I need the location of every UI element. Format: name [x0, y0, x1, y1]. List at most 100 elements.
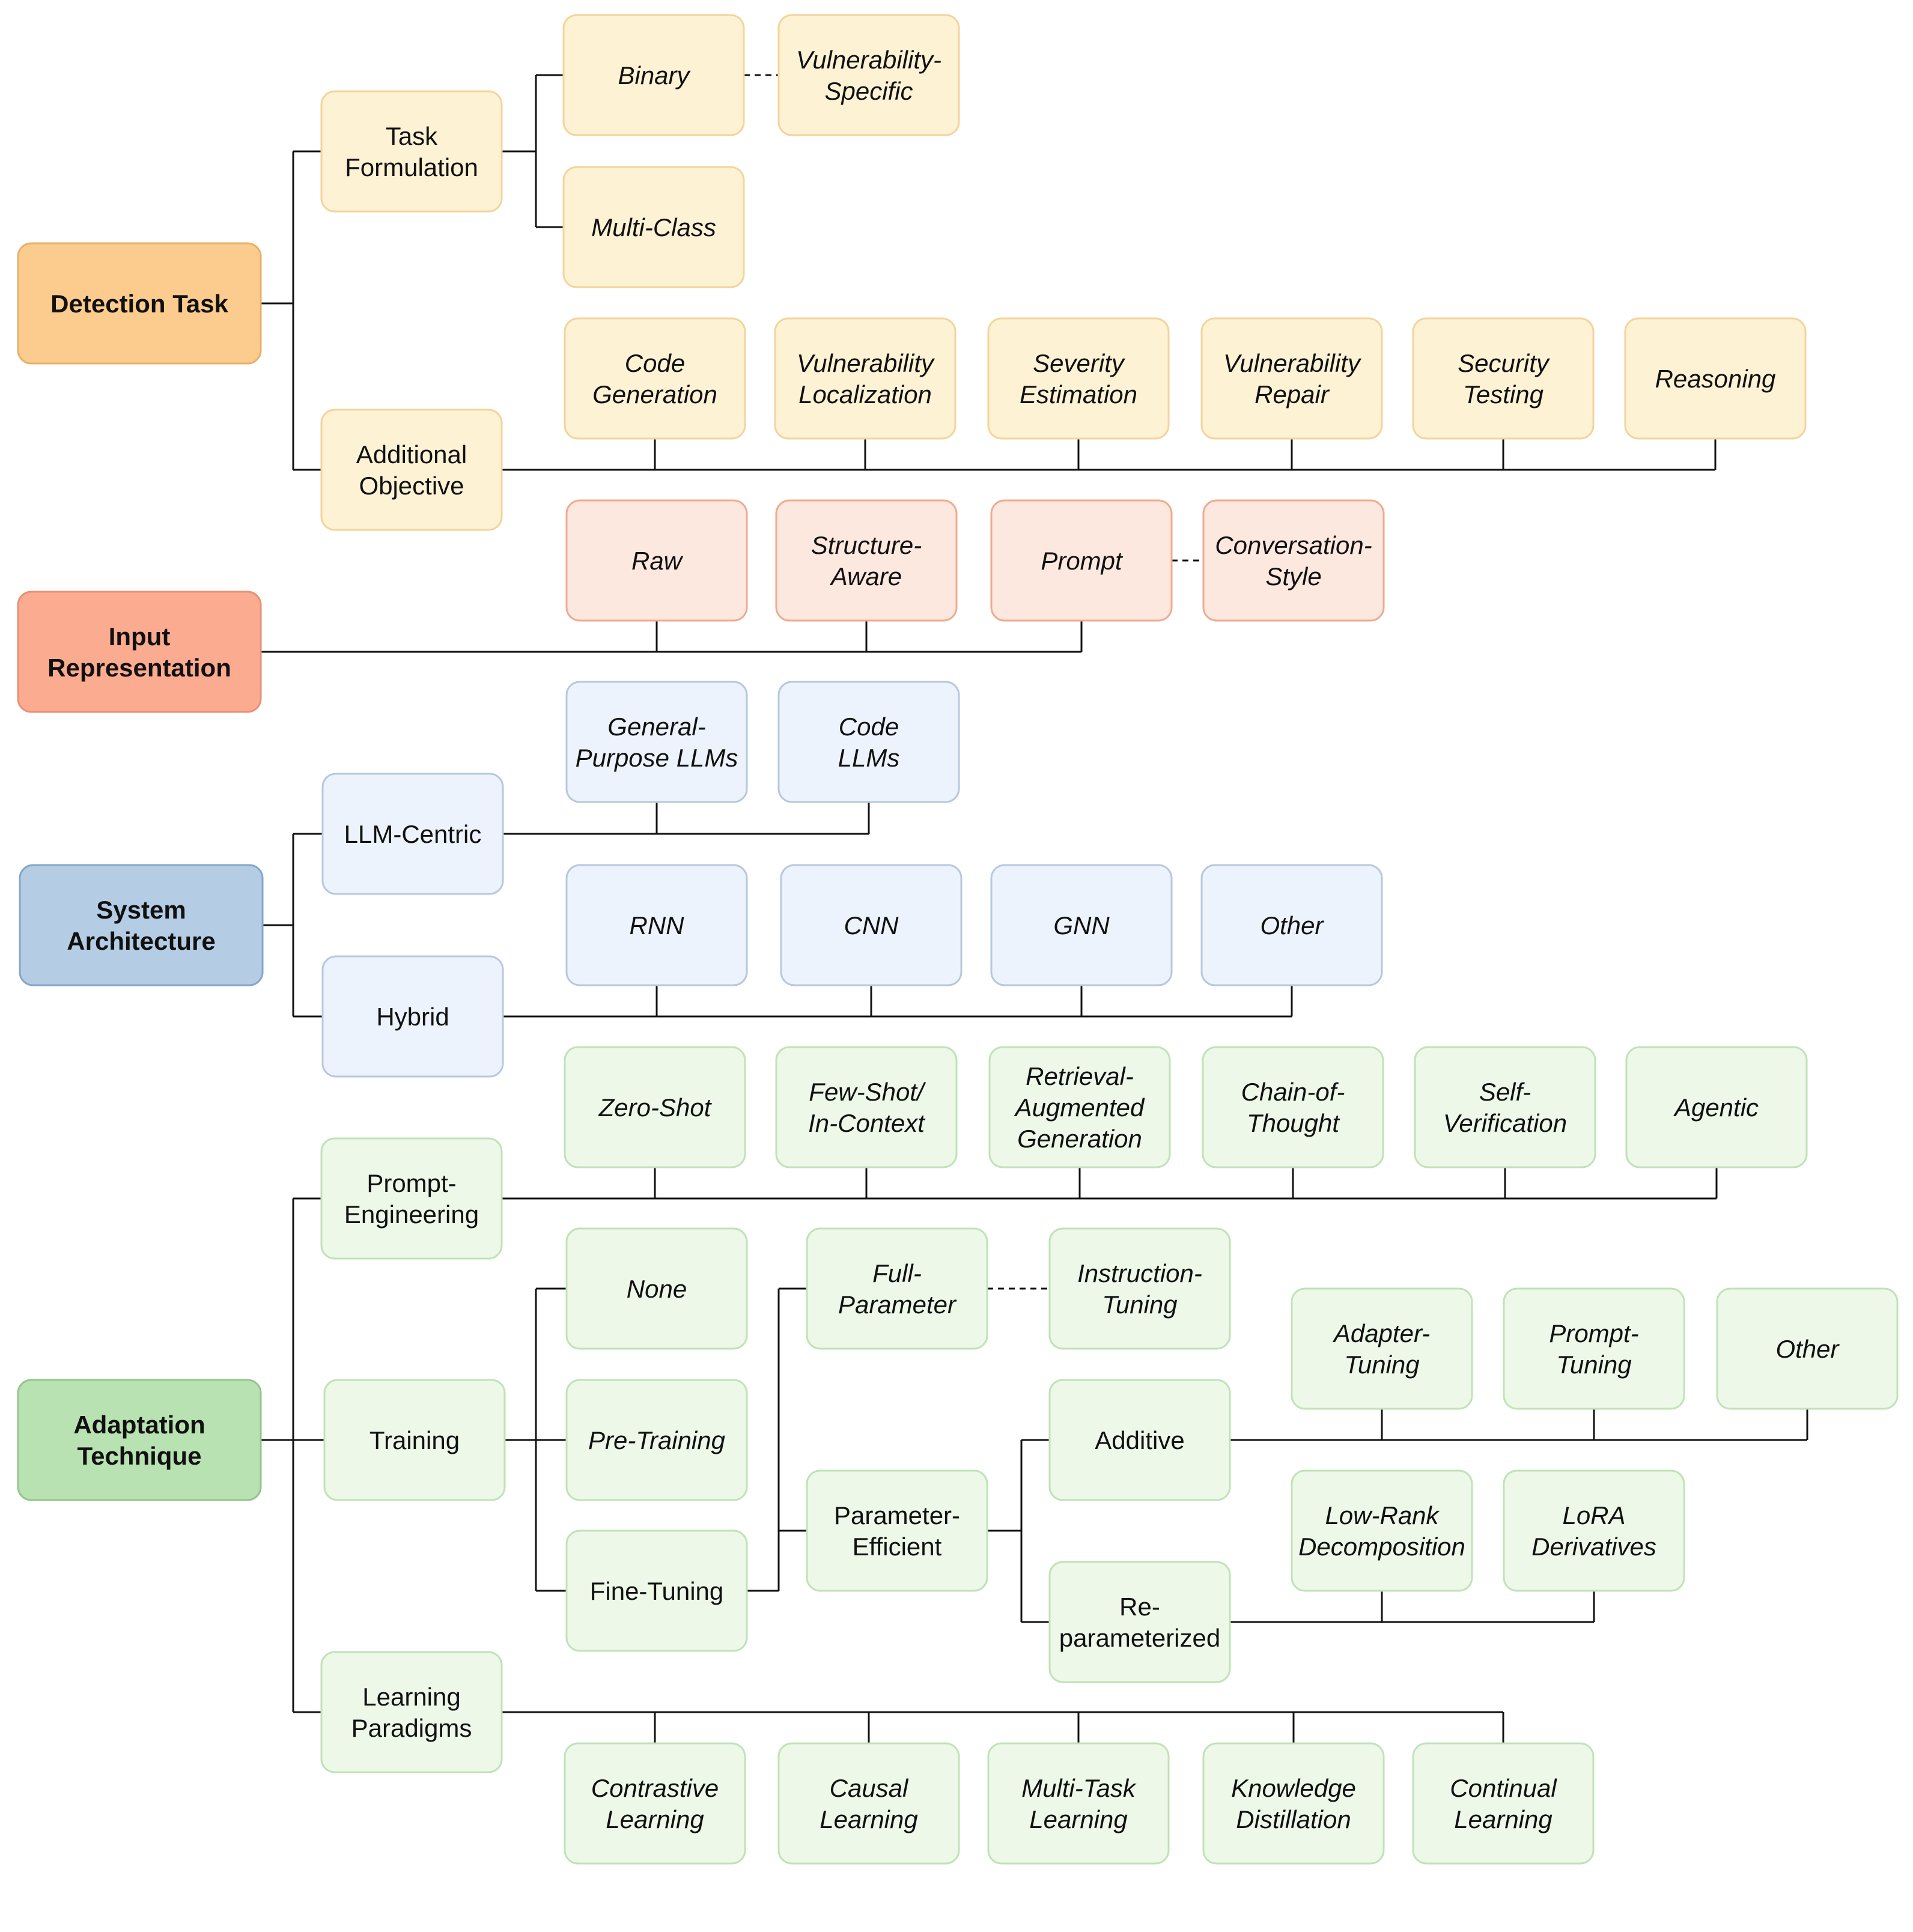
node-box [1412, 317, 1595, 440]
node-llm-centric: LLM-Centric [321, 773, 504, 895]
node-full-parameter: Full-Parameter [806, 1227, 988, 1350]
node-label: RNN [630, 911, 685, 940]
node-few-shot: Few-Shot/In-Context [775, 1046, 958, 1168]
node-box [1200, 317, 1383, 440]
node-label: Other [1260, 911, 1324, 940]
node-other-additive: Other [1716, 1287, 1899, 1410]
edge-task_formulation [502, 74, 564, 228]
node-label: Vulnerability-Specific [796, 46, 941, 105]
edge-llm_centric [503, 802, 870, 835]
node-box [1202, 1046, 1384, 1168]
node-label: Prompt-Tuning [1549, 1319, 1638, 1379]
node-box [320, 90, 503, 213]
node-label: Chain-of-Thought [1241, 1078, 1345, 1137]
edge-additional_objective [502, 439, 1717, 471]
node-box [562, 166, 745, 288]
node-gnn: GNN [990, 864, 1173, 986]
node-box [1048, 1561, 1231, 1683]
node-box [1200, 864, 1383, 986]
node-box [565, 1379, 748, 1501]
node-reparameterized: Re-parameterized [1048, 1561, 1231, 1683]
node-training: Training [323, 1379, 506, 1501]
node-box [565, 681, 748, 803]
node-label: Structure-Aware [811, 531, 922, 591]
node-box [990, 864, 1173, 986]
node-pre-training: Pre-Training [565, 1379, 748, 1501]
node-fine-tuning: Fine-Tuning [565, 1530, 748, 1652]
node-box [565, 864, 748, 986]
node-box [806, 1469, 988, 1592]
node-box [1503, 1287, 1685, 1410]
node-label: Binary [618, 61, 691, 90]
node-label: Instruction-Tuning [1077, 1259, 1202, 1319]
node-conversation-style: Conversation-Style [1202, 499, 1385, 622]
node-box [321, 773, 504, 895]
node-box [19, 864, 264, 986]
edge-fine_tuning [747, 1287, 807, 1592]
node-zero-shot: Zero-Shot [564, 1046, 746, 1168]
node-label: GNN [1053, 911, 1110, 940]
node-label: Fine-Tuning [590, 1577, 724, 1605]
node-label: Pre-Training [588, 1426, 725, 1454]
node-box [564, 1046, 746, 1168]
node-reasoning: Reasoning [1624, 317, 1807, 440]
node-box [990, 499, 1173, 622]
node-box [1202, 1742, 1385, 1865]
node-multi-class: Multi-Class [562, 166, 745, 288]
node-box [323, 1379, 506, 1501]
node-box [562, 14, 745, 136]
node-agentic: Agentic [1625, 1046, 1808, 1168]
node-box [17, 1379, 262, 1501]
node-binary: Binary [562, 14, 745, 136]
node-box [565, 1530, 748, 1652]
node-box [775, 499, 958, 622]
node-box [1625, 1046, 1808, 1168]
node-box [320, 409, 503, 531]
node-box [777, 14, 960, 136]
node-box [1048, 1227, 1231, 1350]
node-box [17, 242, 262, 365]
edge-hybrid [503, 985, 1293, 1018]
node-hybrid: Hybrid [321, 955, 504, 1078]
node-box [1291, 1287, 1473, 1410]
node-box [1412, 1742, 1595, 1865]
node-label: Adapter-Tuning [1332, 1319, 1430, 1379]
node-cnn: CNN [780, 864, 963, 986]
node-box [1414, 1046, 1596, 1168]
node-label: Multi-Class [591, 213, 716, 242]
node-none: None [565, 1227, 748, 1350]
node-self-verification: Self-Verification [1414, 1046, 1596, 1168]
node-box [777, 681, 960, 803]
connector-lines [261, 74, 1808, 1743]
edge-parameter_efficient [987, 1439, 1050, 1623]
node-box [987, 1742, 1170, 1865]
node-label: Zero-Shot [598, 1093, 713, 1122]
node-box [1048, 1379, 1231, 1501]
node-label: None [627, 1275, 687, 1303]
node-box [1202, 499, 1385, 622]
node-box [565, 1227, 748, 1350]
node-box [1291, 1469, 1473, 1592]
node-additive: Additive [1048, 1379, 1231, 1501]
